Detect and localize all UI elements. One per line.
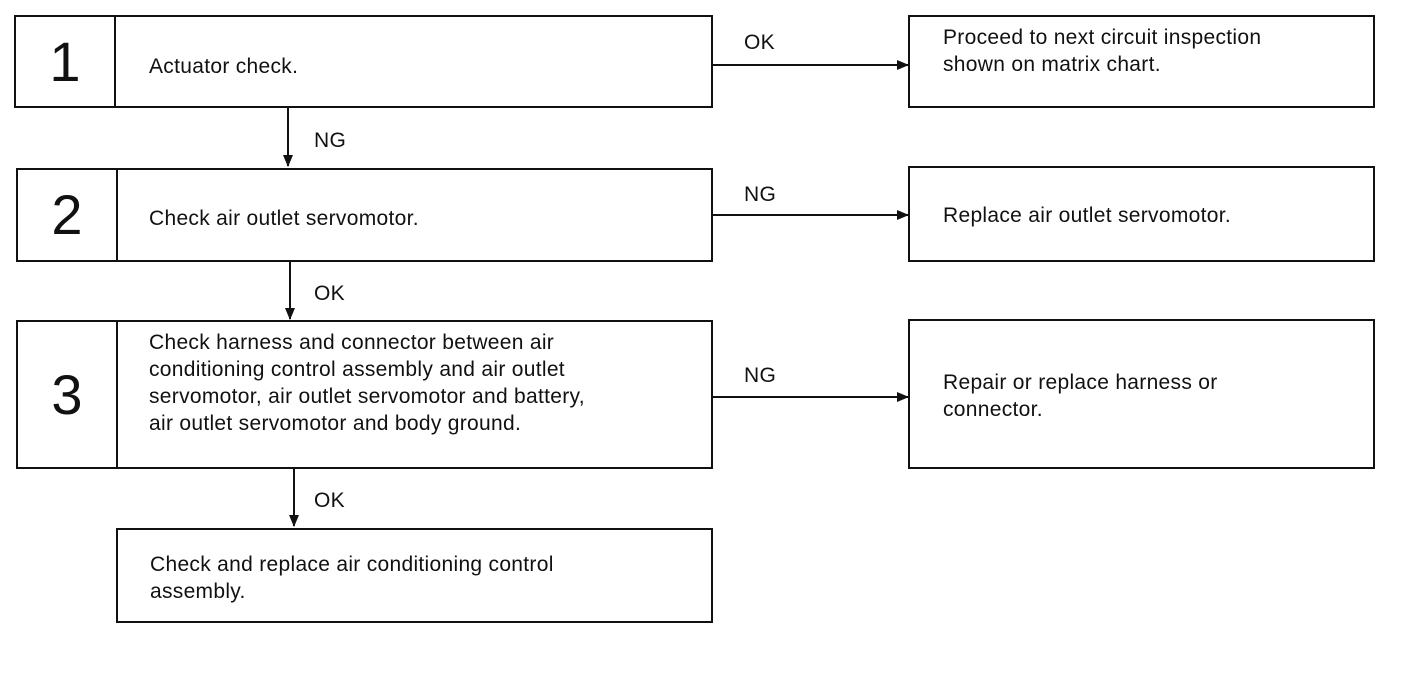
step-2-number: 2 [18,170,118,260]
step-1-result-text: Proceed to next circuit inspection shown… [943,26,1262,76]
step-1-result-box: Proceed to next circuit inspection shown… [908,15,1375,108]
step-2-box: 2 Check air outlet servomotor. [16,168,713,262]
step-3-box: 3 Check harness and connector between ai… [16,320,713,469]
connector-1-2-label: NG [314,129,347,152]
step-3-number: 3 [18,322,118,467]
step-3-result-box: Repair or replace harness or connector. [908,319,1375,469]
final-step-text: Check and replace air conditioning contr… [150,553,554,603]
step-1-box: 1 Actuator check. [14,15,713,108]
step-1-text: Actuator check. [149,55,299,78]
step-2-result-label: NG [744,183,777,206]
connector-3-4-label: OK [314,489,345,512]
step-2-result-text: Replace air outlet servomotor. [943,204,1231,227]
step-3-result-label: NG [744,364,777,387]
step-3-result-text: Repair or replace harness or connector. [943,371,1218,421]
step-2-result-box: Replace air outlet servomotor. [908,166,1375,262]
step-2-text: Check air outlet servomotor. [149,207,419,230]
step-3-text: Check harness and connector between air … [149,331,585,435]
final-step-box: Check and replace air conditioning contr… [116,528,713,623]
step-1-result-label: OK [744,31,775,54]
connector-2-3-label: OK [314,282,345,305]
step-1-number: 1 [16,17,116,106]
